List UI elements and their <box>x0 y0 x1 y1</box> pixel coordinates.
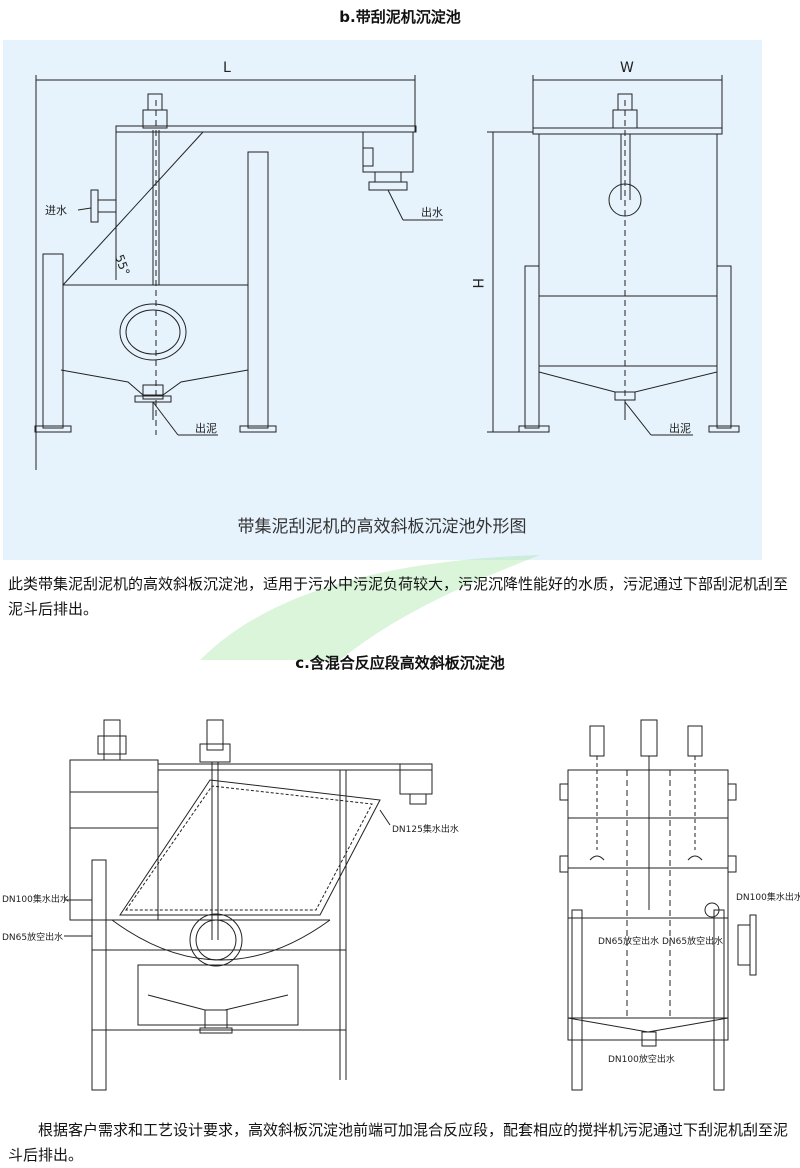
dim-h-label: H <box>469 278 485 289</box>
section-heading-c: c.含混合反应段高效斜板沉淀池 <box>295 654 505 672</box>
dn100-right-label: DN100集水出水 <box>736 891 800 903</box>
outlet-label: 出水 <box>421 205 443 219</box>
paragraph-1: 此类带集泥刮泥机的高效斜板沉淀池，适用于污水中污泥负荷较大，污泥沉降性能好的水质… <box>8 575 789 618</box>
angle-label: 55° <box>112 253 132 278</box>
dn125-label: DN125集水出水 <box>392 823 459 835</box>
drawing-2: DN125集水出水 DN100集水出水 DN65放空出水 DN100集水出水 D… <box>2 719 800 1091</box>
dn65-left-label: DN65放空出水 <box>2 931 63 943</box>
sludge-outlet-left-label: 出泥 <box>195 421 217 435</box>
figure-caption: 带集泥刮泥机的高效斜板沉淀池外形图 <box>238 517 527 537</box>
dn65-mid-label: DN65放空出水 <box>598 935 659 947</box>
dn65-right-label: DN65放空出水 <box>662 935 723 947</box>
figure-sludge-scraper-tank: L W H 55° 进水 出水 出泥 出泥 带集泥刮泥机的高效斜板沉淀池外形图 <box>3 40 762 560</box>
dim-w-label: W <box>620 60 634 76</box>
inlet-label: 进水 <box>45 204 67 217</box>
sludge-outlet-right-label: 出泥 <box>669 421 691 435</box>
dn100-bottom-label: DN100放空出水 <box>608 1053 675 1065</box>
paragraph-2: 根据客户需求和工艺设计要求，高效斜板沉淀池前端可加混合反应段，配套相应的搅拌机污… <box>8 1121 789 1164</box>
dim-l-label: L <box>223 60 231 76</box>
section-heading-b: b.带刮泥机沉淀池 <box>339 8 461 26</box>
dn100-left-label: DN100集水出水 <box>2 893 69 905</box>
figure-mixing-reaction-tank: DN125集水出水 DN100集水出水 DN65放空出水 DN100集水出水 D… <box>0 700 800 1105</box>
watermark-logo <box>200 555 540 660</box>
drawing-1: L W H 55° 进水 出水 出泥 出泥 带集泥刮泥机的高效斜板沉淀池外形图 <box>34 60 740 537</box>
